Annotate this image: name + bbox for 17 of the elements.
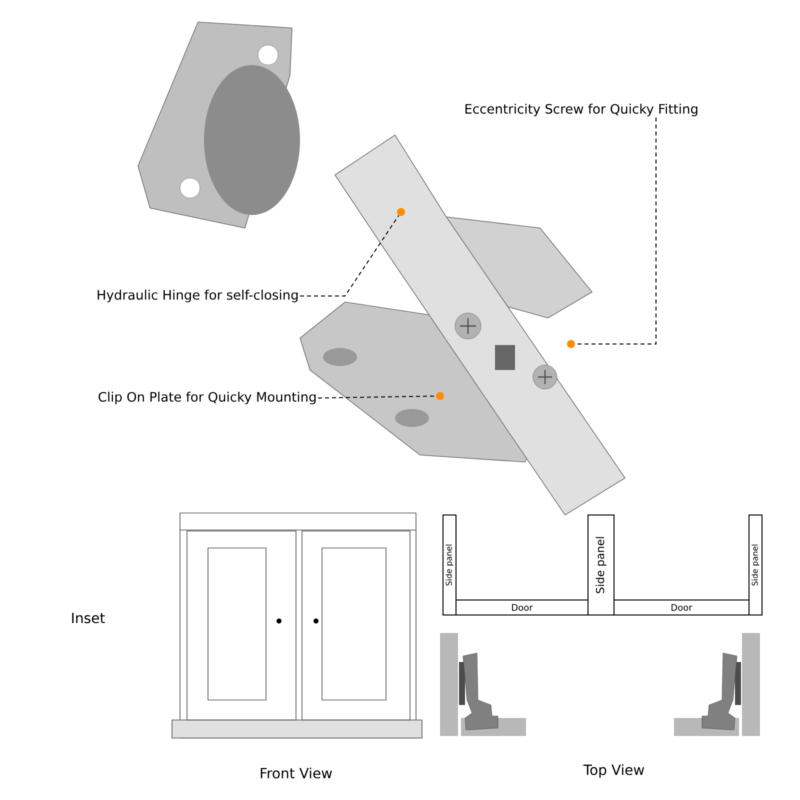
side-panel: Side panel (748, 514, 762, 616)
caption-text: Front View (260, 768, 332, 778)
door-panel: Door (456, 600, 588, 616)
side-panel: Side panel (588, 514, 614, 616)
callout-text: Clip On Plate for Quicky Mounting (98, 392, 316, 404)
leader-line (300, 215, 400, 296)
callout-text: Eccentricity Screw for Quicky Fitting (465, 104, 698, 116)
callout-text: Hydraulic Hinge for self-closing (98, 290, 298, 302)
leader-line (574, 117, 656, 344)
marker-dot (397, 208, 405, 216)
marker-dot (436, 392, 444, 400)
caption-text: Top View (583, 764, 644, 778)
side-panel: Side panel (442, 514, 456, 616)
leader-line (318, 396, 436, 398)
marker-dot (567, 340, 575, 348)
caption-text: Inset (72, 612, 105, 624)
door-panel: Door (614, 600, 750, 616)
